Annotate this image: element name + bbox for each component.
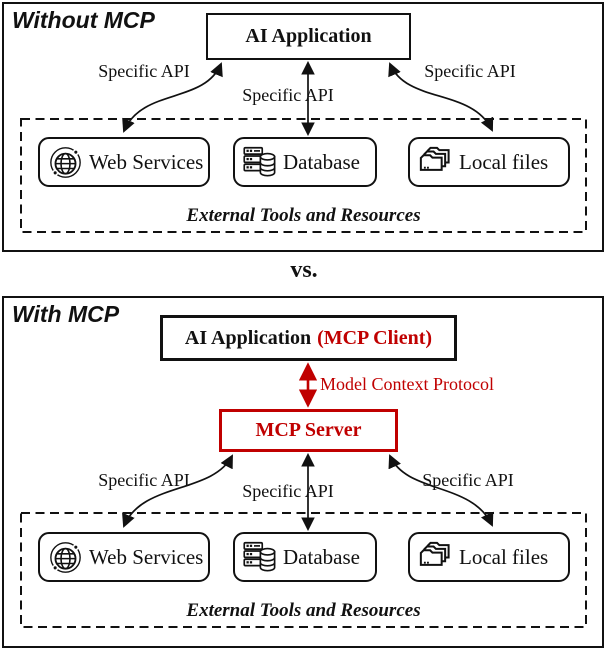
local-files-box: Local files xyxy=(408,532,570,582)
without-mcp-title: Without MCP xyxy=(12,7,155,33)
mcp-client-label: (MCP Client) xyxy=(317,326,433,349)
mcp-server-box: MCP Server xyxy=(219,409,398,452)
mcp-server-label: MCP Server xyxy=(255,419,362,441)
database-box: Database xyxy=(233,532,377,582)
globe-icon xyxy=(47,143,84,182)
external-tools-label: External Tools and Resources xyxy=(186,205,421,226)
specific-api-label-middle: Specific API xyxy=(242,481,334,501)
web-services-label: Web Services xyxy=(89,149,204,174)
database-icon xyxy=(242,538,278,576)
folders-icon xyxy=(417,538,454,577)
database-label: Database xyxy=(283,544,360,569)
ai-application-label: AI Application xyxy=(245,25,372,47)
with-mcp-title: With MCP xyxy=(12,301,120,327)
ai-application-label: AI Application xyxy=(184,326,312,349)
web-services-label: Web Services xyxy=(89,544,204,569)
web-services-box: Web Services xyxy=(38,532,210,582)
specific-api-label-right: Specific API xyxy=(422,470,514,490)
ai-application-mcp-client-box: AI Application (MCP Client) xyxy=(160,315,457,361)
web-services-box: Web Services xyxy=(38,137,210,187)
ai-application-box: AI Application xyxy=(206,13,411,60)
database-icon xyxy=(242,143,278,181)
database-label: Database xyxy=(283,149,360,174)
folders-icon xyxy=(417,143,454,182)
database-box: Database xyxy=(233,137,377,187)
local-files-label: Local files xyxy=(459,544,549,569)
specific-api-label-left: Specific API xyxy=(98,61,190,81)
specific-api-label-right: Specific API xyxy=(424,61,516,81)
specific-api-label-left: Specific API xyxy=(98,470,190,490)
local-files-label: Local files xyxy=(459,149,549,174)
external-tools-label: External Tools and Resources xyxy=(186,600,421,621)
vs-label: vs. xyxy=(290,257,318,283)
model-context-protocol-label: Model Context Protocol xyxy=(320,374,494,394)
specific-api-label-middle: Specific API xyxy=(242,85,334,105)
without-mcp-panel xyxy=(2,2,604,252)
globe-icon xyxy=(47,538,84,577)
local-files-box: Local files xyxy=(408,137,570,187)
with-mcp-panel xyxy=(2,296,604,648)
